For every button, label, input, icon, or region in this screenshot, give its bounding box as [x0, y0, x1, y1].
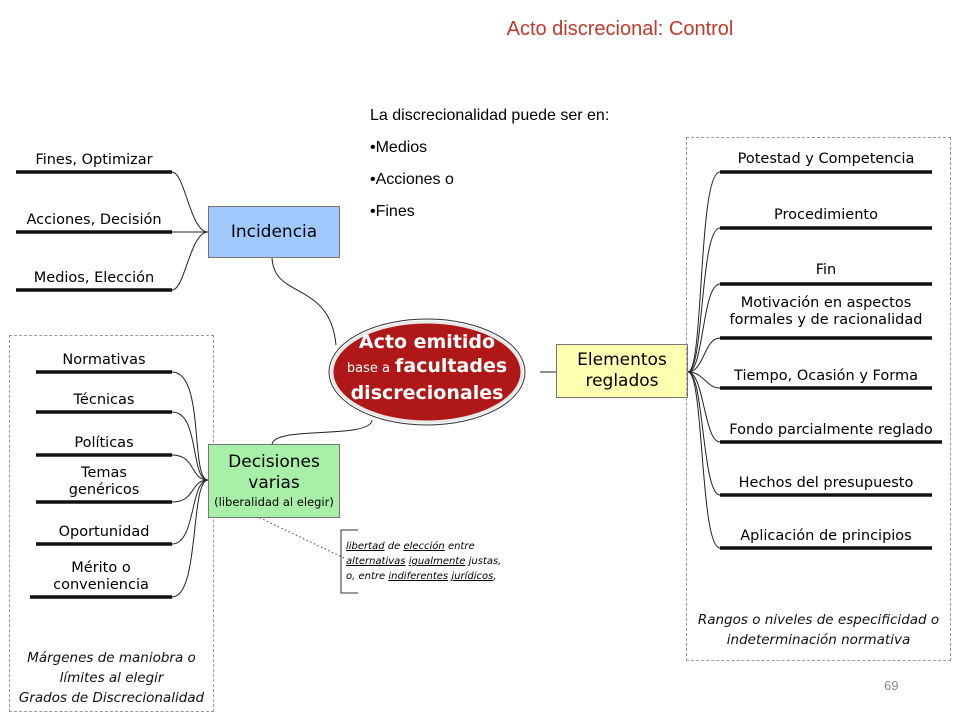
decisiones-line: Decisiones — [228, 452, 320, 472]
note-word: jurídicos — [451, 571, 494, 582]
leaf-acciones-decision: Acciones, Decisión — [26, 212, 162, 228]
leaf-potestad-competencia: Potestad y Competencia — [737, 151, 915, 167]
center-line: Acto emitido — [358, 331, 496, 353]
intro-bullet-acciones: •Acciones o — [370, 171, 454, 188]
leaf-merito-conveniencia: Mérito o conveniencia — [30, 560, 172, 594]
intro-bullet-medios: •Medios — [370, 139, 428, 156]
center-node: Acto emitido base a facultades discrecio… — [329, 330, 525, 405]
leaf-fondo-parcialmente-reglado: Fondo parcialmente reglado — [729, 422, 933, 438]
leaf-line: Mérito o — [71, 560, 131, 576]
intro-bullet-fines: •Fines — [370, 203, 415, 220]
decisiones-subtitle: (liberalidad al elegir) — [214, 495, 334, 509]
leaf-politicas: Políticas — [74, 435, 134, 451]
leaf-tiempo-ocasion-forma: Tiempo, Ocasión y Forma — [734, 368, 918, 384]
note-line: alternativas igualmente justas, — [346, 554, 501, 569]
page-number: 69 — [884, 678, 899, 693]
note-word: libertad — [346, 541, 385, 552]
decisiones-caption-line: Márgenes de maniobra o — [27, 650, 196, 666]
leaf-fin: Fin — [815, 262, 837, 278]
leaf-line: Motivación en aspectos — [740, 295, 912, 311]
elementos-line: Elementos — [577, 350, 667, 370]
leaf-temas-genericos: Temas genéricos — [36, 465, 172, 499]
leaf-aplicacion-principios: Aplicación de principios — [740, 528, 912, 544]
leaf-line: formales y de racionalidad — [729, 312, 923, 328]
leaf-fines-optimizar: Fines, Optimizar — [35, 152, 153, 168]
leaf-line: Temas — [81, 465, 127, 481]
incidencia-label: Incidencia — [230, 222, 318, 242]
center-line: discrecionales — [350, 382, 504, 404]
note-text: , — [493, 571, 497, 582]
leaf-hechos-presupuesto: Hechos del presupuesto — [738, 475, 914, 491]
incidencia-node: Incidencia — [208, 206, 340, 258]
leaf-line: conveniencia — [53, 577, 149, 593]
note-word: alternativas — [346, 556, 406, 567]
note-line: o, entre indiferentes jurídicos, — [346, 569, 501, 584]
leaf-medios-eleccion: Medios, Elección — [33, 270, 155, 286]
elementos-node: Elementos reglados — [556, 344, 688, 398]
page-title: Acto discrecional: Control — [506, 18, 734, 40]
leaf-oportunidad: Oportunidad — [58, 524, 150, 540]
decisiones-caption: Márgenes de maniobra o límites al elegir… — [9, 648, 214, 708]
elementos-caption-line: indeterminación normativa — [726, 632, 911, 648]
elementos-region — [686, 137, 951, 661]
elementos-caption-line: Rangos o niveles de especificidad o — [697, 612, 940, 628]
note-text: justas, — [465, 556, 502, 567]
decisiones-region — [9, 335, 214, 712]
intro-text: La discrecionalidad puede ser en: •Medio… — [370, 100, 609, 228]
leaf-normativas: Normativas — [62, 352, 146, 368]
definition-note: libertad de elección entre alternativas … — [346, 539, 501, 584]
leaf-procedimiento: Procedimiento — [774, 207, 878, 223]
center-prefix: base a — [346, 361, 390, 376]
elementos-caption: Rangos o niveles de especificidad o inde… — [686, 610, 951, 650]
leaf-motivacion: Motivación en aspectos formales y de rac… — [720, 295, 932, 329]
center-bold: facultades — [395, 355, 508, 377]
leaf-line: genéricos — [68, 482, 140, 498]
decisiones-caption-line: límites al elegir — [59, 670, 164, 686]
note-text: entre — [444, 541, 475, 552]
note-text: de — [384, 541, 404, 552]
elementos-line: reglados — [585, 371, 659, 391]
note-line: libertad de elección entre — [346, 539, 501, 554]
decisiones-node: Decisiones varias (liberalidad al elegir… — [208, 444, 340, 518]
note-word: igualmente — [408, 556, 466, 567]
decisiones-line: varias — [248, 473, 300, 493]
note-word: elección — [403, 541, 445, 552]
center-line: base a facultades — [329, 354, 525, 381]
intro-heading: La discrecionalidad puede ser en: — [370, 107, 610, 124]
note-word: indiferentes — [388, 571, 449, 582]
leaf-tecnicas: Técnicas — [73, 392, 135, 408]
note-text: o, entre — [346, 571, 389, 582]
decisiones-caption-line: Grados de Discrecionalidad — [18, 690, 205, 706]
